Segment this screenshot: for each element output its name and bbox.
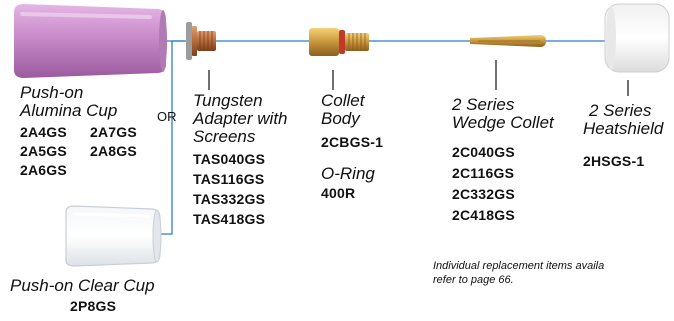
adapter-code: TAS040GS [193,151,266,167]
alumina-cup-title-line-2: Alumina Cup [20,101,118,120]
collet-body-title-line-2: Body [321,109,360,128]
adapter-code: TAS332GS [193,191,266,207]
adapter-title-line-3: Screens [193,127,256,146]
alumina-cup-code: 2A4GS [20,124,67,140]
alumina-cup-title-line-1: Push-on [20,83,84,102]
or-label: OR [157,109,177,124]
clear-cup-title: Push-on Clear Cup [10,276,155,295]
wedge-collet-code: 2C040GS [452,144,515,160]
wedge-collet-code: 2C116GS [452,165,515,181]
oring-code: 400R [321,185,356,201]
heatshield-image [604,3,670,73]
tungsten-adapter-image [186,22,216,60]
collet-body-title-line-1: Collet [321,91,365,110]
alumina-cup-code: 2A8GS [90,143,137,159]
heatshield-title-line-1: 2 Series [589,101,652,120]
wedge-collet-code: 2C418GS [452,207,515,223]
heatshield-code: 2HSGS-1 [583,153,645,169]
wedge-collet-image [470,35,546,47]
adapter-code: TAS116GS [193,171,265,187]
clear-cup-code: 2P8GS [70,298,117,314]
alumina-cup-code: 2A5GS [20,143,67,159]
heatshield-title-line-2: Heatshield [583,119,664,138]
collet-body-image [309,28,369,56]
note-line-2: refer to page 66. [433,274,514,286]
alumina-cup-code: 2A7GS [90,124,137,140]
collet-body-code: 2CBGS-1 [321,134,384,150]
note-line-1: Individual replacement items availa [433,260,605,272]
wedge-collet-code: 2C332GS [452,186,515,202]
adapter-title-line-1: Tungsten [193,91,263,110]
adapter-code: TAS418GS [193,211,266,227]
alumina-cup-code: 2A6GS [20,162,67,178]
wedge-collet-title-line-1: 2 Series [452,95,515,114]
wedge-collet-title-line-2: Wedge Collet [452,113,554,132]
oring-title: O-Ring [321,164,375,183]
alumina-cup-image [14,4,167,78]
or-branch-line [160,40,185,235]
clear-cup-image [65,205,162,267]
adapter-title-line-2: Adapter with [193,109,288,128]
